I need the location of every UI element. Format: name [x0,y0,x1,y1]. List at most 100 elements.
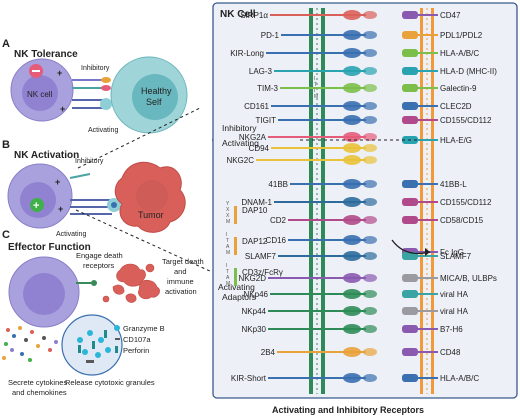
panel-b: B NK Activation + + + Inhibitory Activat… [2,139,186,238]
receptor-domain [343,235,361,245]
receptor-domain [343,324,361,334]
receptor-domain [363,116,377,124]
ligand-glyph [402,374,418,382]
activating-label-b: Activating [56,231,86,238]
receptor-domain [343,306,361,316]
receptor-label-cd94: CD94 [249,144,270,153]
receptor-domain [363,374,377,382]
panel-b-title: NK Activation [14,150,79,161]
ligand-glyph [402,180,418,188]
receptor-domain [363,67,377,75]
receptor-label-lag-3: LAG-3 [249,67,273,76]
ligand-label-cd155-cd112: CD155/CD112 [440,116,492,125]
ligand-label-galectin-9: Galectin-9 [440,84,477,93]
nk-nucleus-a [22,75,58,111]
receptor-domain [363,252,377,260]
panel-a: A NK Tolerance NK cell + + Inhibitory Ac… [2,38,188,134]
svg-text:Y: Y [226,201,230,207]
panel-c-letter: C [2,229,10,241]
cytokine-dots [2,326,58,362]
activating-divider-label: Activating [222,138,259,148]
inhibitory-label-b: Inhibitory [75,158,104,165]
adaptor-label-dap10: DAP10 [242,206,268,215]
ligand-label-cd58-cd15: CD58/CD15 [440,216,484,225]
dap12-bar [234,237,237,255]
nk-nucleus-c [23,273,65,315]
receptor-domain [343,83,361,93]
receptor-label-nkp44: NKp44 [242,307,267,316]
ligand-label-hla-d-mhc-ii-: HLA-D (MHC-II) [440,67,497,76]
fc-igg-arrowhead [425,248,430,256]
receptor-label-pd-1: PD-1 [261,31,280,40]
receptor-label-nkp30: NKp30 [242,325,267,334]
receptor-panel-footer: Activating and Inhibitory Receptors [272,405,424,415]
svg-text:I: I [226,232,227,238]
receptor-domain [343,66,361,76]
receptor-domain [343,132,361,142]
ligand-label-pdl1-pdl2: PDL1/PDL2 [440,31,483,40]
svg-text:T: T [314,82,317,88]
receptor-label-slamf7: SLAMF7 [245,252,277,261]
adaptor-label-2: Adaptors [222,292,256,302]
cd107a-legend-label: CD107a [123,335,151,344]
dap10-bar [234,206,237,224]
receptor-label-41bb: 41BB [268,180,288,189]
target-death-label-3: immune [167,277,194,286]
receptor-label-tigit: TIGIT [256,116,277,125]
receptor-domain [363,290,377,298]
receptor-domain [343,215,361,225]
ligand-label-b7-h6: B7-H6 [440,325,463,334]
ligand-glyph [402,307,418,315]
receptor-domain [343,373,361,383]
receptor-domain [343,289,361,299]
engage-ligand [91,280,97,286]
ligand-label-cd47: CD47 [440,11,461,20]
granule-legend: Granzyme B CD107a Perforin [114,324,165,355]
receptor-label-nkg2c: NKG2C [226,156,254,165]
ligand-glyph [402,290,418,298]
receptor-label-cd16: CD16 [266,236,287,245]
panel-b-letter: B [2,139,10,151]
receptor-domain [363,144,377,152]
receptor-domain [363,11,377,19]
receptor-domain [363,31,377,39]
svg-text:I: I [314,88,315,94]
ligand-label-hla-a-b-c: HLA-A/B/C [440,49,479,58]
perforin-legend-marker [115,346,118,353]
receptor-domain [363,325,377,333]
receptor-label-kir-long: KIR-Long [230,49,264,58]
receptor-domain [363,236,377,244]
receptor-domain [343,48,361,58]
target-death-label-2: and [174,267,187,276]
ligand-label-slamf7: SLAMF7 [440,252,472,261]
receptors-b [69,173,121,215]
ligand-label-hla-a-b-c: HLA-A/B/C [440,374,479,383]
panel-a-title: NK Tolerance [14,49,78,60]
release-label: Release cytotoxic granules [65,378,155,387]
receptor-domain [363,274,377,282]
receptor-label-cd161: CD161 [244,102,269,111]
svg-text:M: M [226,281,230,287]
receptor-label-sirp1-: SIRP1α [240,11,268,20]
ligand-glyph [402,116,418,124]
receptor-domain [363,102,377,110]
perforin-legend-label: Perforin [123,346,149,355]
svg-text:T: T [226,269,229,275]
connector-1 [77,107,201,169]
adaptor-label-cd3z-fcr-: CD3z/FcRγ [242,268,283,277]
engage-label-1: Engage death [76,251,123,260]
receptor-domain [343,273,361,283]
ligand-label-41bb-l: 41BB-L [440,180,467,189]
ligand-glyph [402,31,418,39]
svg-text:M: M [314,94,318,100]
tumor-nucleus [136,180,168,212]
plus-b-1: + [55,177,60,187]
receptor-domain [343,10,361,20]
receptor-label-tim-3: TIM-3 [257,84,278,93]
receptor-domain [363,49,377,57]
nk-cell-label: NK cell [27,90,53,99]
